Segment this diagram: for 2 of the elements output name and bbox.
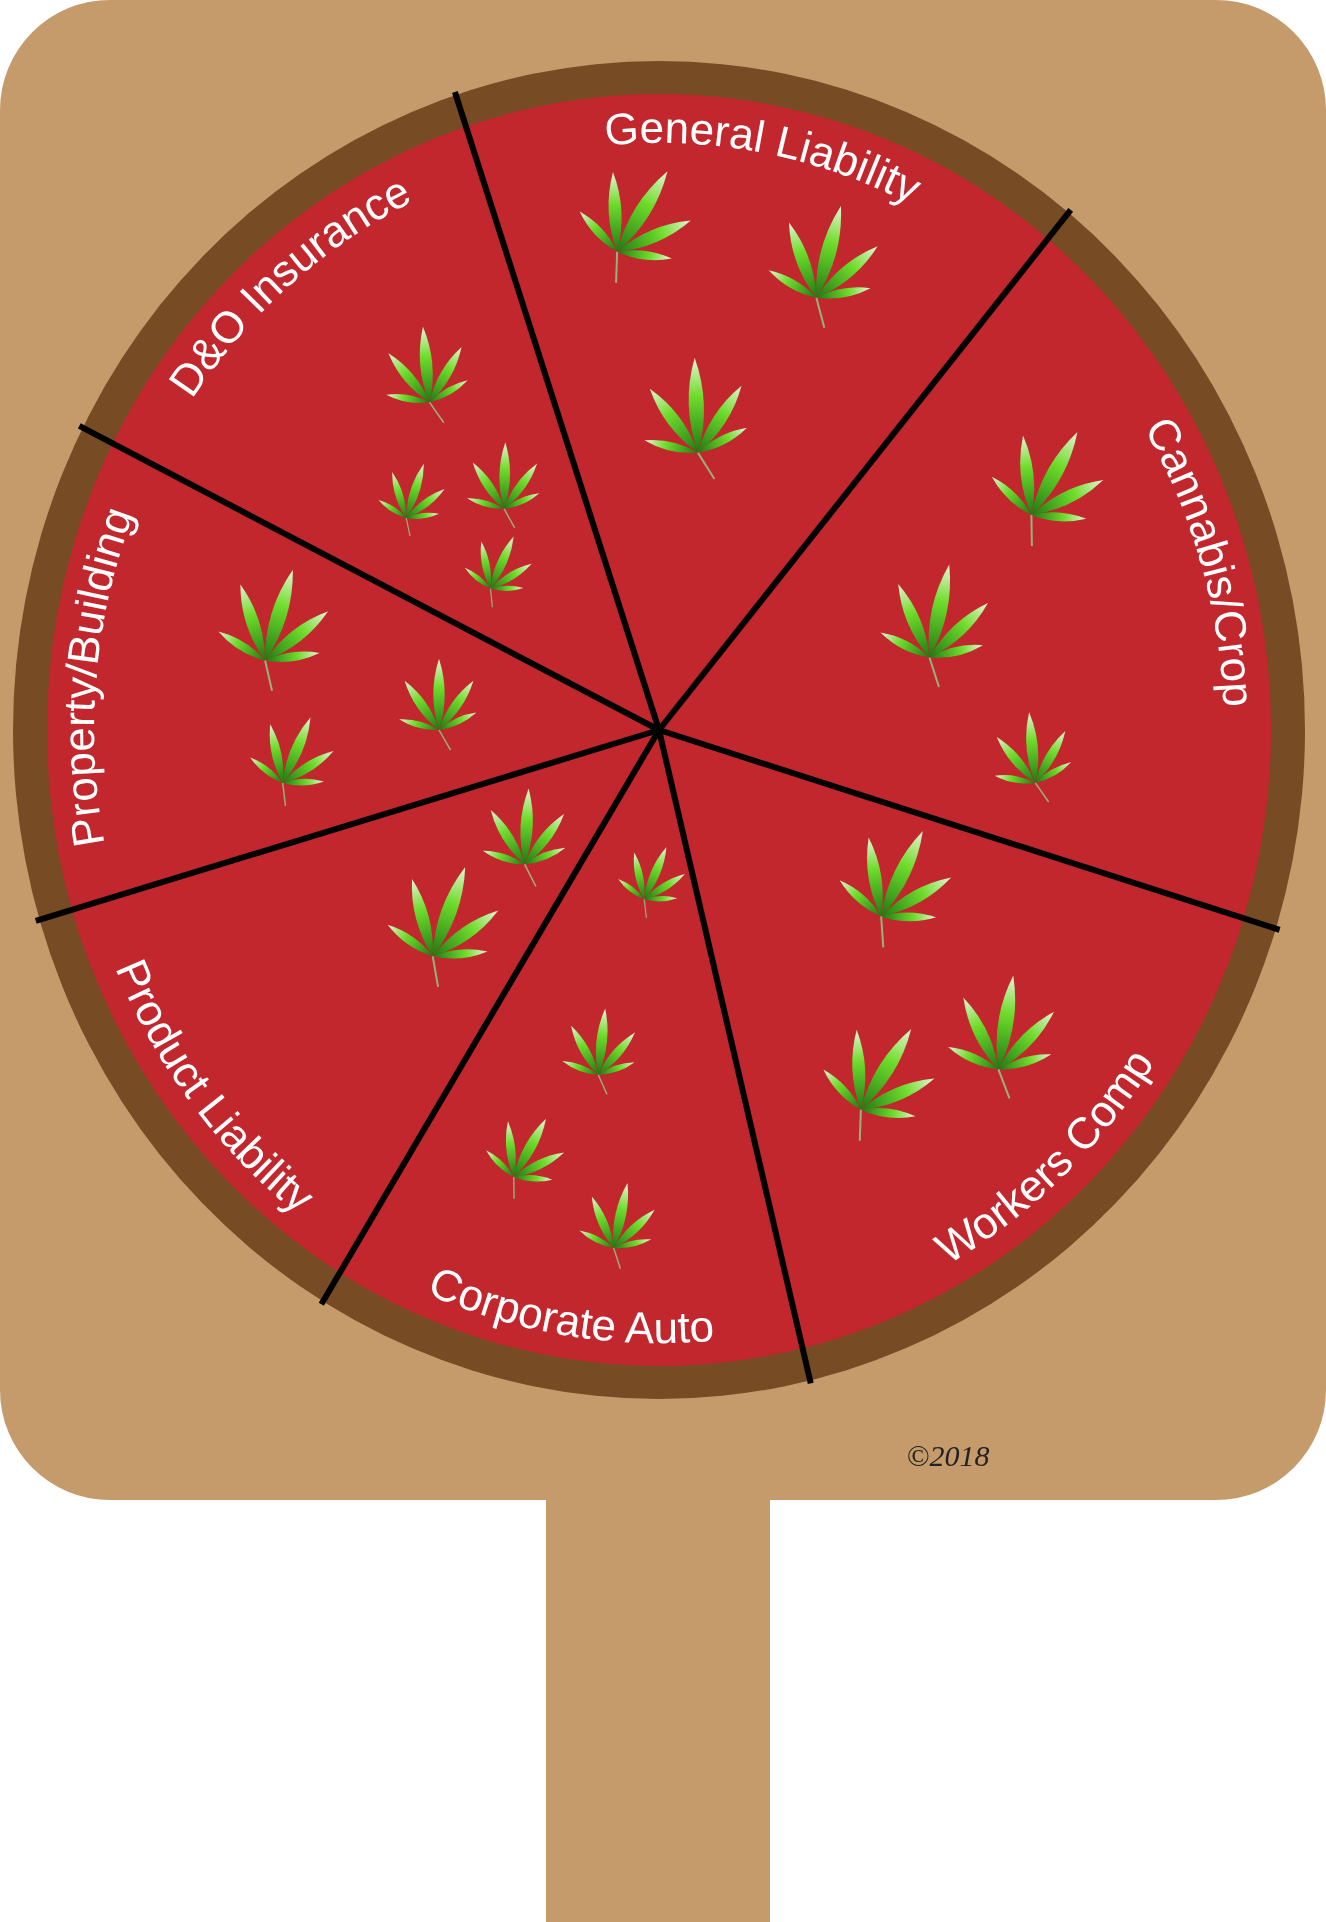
slice-label: Corporate Auto bbox=[422, 1256, 716, 1353]
copyright-note: ©2018 bbox=[906, 1439, 990, 1472]
